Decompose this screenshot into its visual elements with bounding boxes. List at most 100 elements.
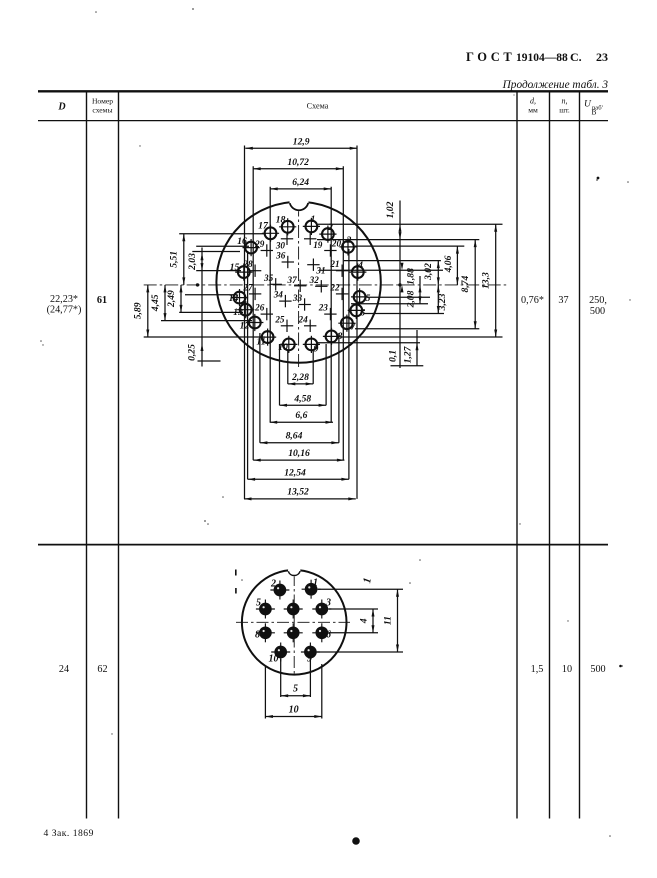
svg-text:19104—88: 19104—88 [516,52,568,64]
svg-text:10: 10 [562,664,572,675]
svg-text:5,89: 5,89 [133,302,144,319]
svg-text:Схема: Схема [307,102,329,111]
svg-text:1: 1 [311,214,316,225]
svg-text:24: 24 [298,314,309,324]
svg-text:26: 26 [254,303,265,313]
svg-text:28: 28 [242,259,253,269]
svg-text:Номер: Номер [92,97,113,106]
svg-text:5: 5 [293,684,298,695]
svg-text:4,58: 4,58 [293,393,311,404]
svg-text:4 Зак. 1869: 4 Зак. 1869 [44,828,94,839]
svg-text:4: 4 [358,618,369,624]
svg-text:12,54: 12,54 [284,467,306,478]
svg-text:16: 16 [237,236,247,247]
svg-text:24: 24 [59,664,69,675]
svg-text:1,02: 1,02 [385,201,396,218]
svg-text:2,08: 2,08 [406,290,417,308]
svg-text:21: 21 [329,259,339,269]
svg-text:15: 15 [230,262,240,273]
svg-text:d,: d, [530,97,536,106]
svg-text:5: 5 [366,293,371,304]
svg-text:С.: С. [570,50,582,64]
svg-text:36: 36 [275,251,286,261]
svg-text:34: 34 [273,290,284,300]
svg-text:10,72: 10,72 [287,157,309,168]
svg-text:13,3: 13,3 [481,272,492,289]
svg-text:8,64: 8,64 [286,431,303,442]
svg-text:n,: n, [562,97,568,106]
svg-text:22,23*: 22,23* [50,294,78,305]
svg-text:4,45: 4,45 [150,294,161,312]
svg-text:6: 6 [360,308,365,319]
svg-text:37: 37 [558,295,568,306]
svg-text:6: 6 [326,630,331,641]
svg-text:2: 2 [270,579,276,590]
svg-text:шт.: шт. [559,106,570,115]
svg-text:11: 11 [383,616,394,625]
svg-text:0,76*: 0,76* [521,295,544,306]
svg-text:13,52: 13,52 [287,487,309,498]
svg-text:12,9: 12,9 [293,136,310,147]
svg-text:8: 8 [338,331,343,342]
svg-text:32: 32 [309,275,320,285]
svg-text:1: 1 [361,577,374,585]
svg-text:20: 20 [331,239,342,249]
svg-text:18: 18 [276,215,286,226]
svg-text:9: 9 [307,654,312,665]
svg-text:23: 23 [596,50,608,64]
svg-text:U: U [584,100,592,110]
svg-text:2,49: 2,49 [166,290,177,308]
svg-text:19: 19 [313,240,323,250]
svg-text:29: 29 [254,239,265,249]
svg-text:1: 1 [313,578,318,589]
svg-text:8: 8 [255,630,260,641]
svg-text:3: 3 [346,235,352,246]
svg-text:3,02: 3,02 [423,263,434,281]
svg-text:11: 11 [256,337,265,348]
svg-text:8,74: 8,74 [460,276,471,293]
svg-text:ГОСТ: ГОСТ [466,50,515,64]
svg-text:62: 62 [97,664,107,675]
svg-text:12: 12 [240,321,250,332]
svg-text:23: 23 [318,303,329,313]
svg-text:61: 61 [97,295,107,306]
svg-text:схемы: схемы [92,106,112,115]
svg-text:22: 22 [329,282,340,292]
svg-text:1,88: 1,88 [406,268,417,285]
svg-text:7: 7 [351,322,357,333]
svg-text:37: 37 [287,275,298,285]
svg-text:0,1: 0,1 [388,350,399,362]
svg-text:раб′: раб′ [592,105,604,112]
svg-text:0,25: 0,25 [187,344,198,361]
svg-text:33: 33 [292,293,303,303]
svg-text:2,28: 2,28 [291,372,309,383]
svg-text:мм: мм [528,106,538,115]
svg-text:10,16: 10,16 [288,448,310,459]
svg-text:31: 31 [315,266,325,276]
svg-text:5,51: 5,51 [169,251,180,268]
svg-text:2,03: 2,03 [187,253,198,271]
svg-text:17: 17 [258,221,269,232]
svg-text:27: 27 [242,282,253,292]
svg-text:5: 5 [256,598,261,609]
svg-text:4,06: 4,06 [443,255,454,273]
svg-text:35: 35 [263,273,274,283]
svg-text:6,24: 6,24 [292,177,309,188]
svg-text:14: 14 [229,293,239,304]
svg-text:25: 25 [274,314,285,324]
svg-text:500: 500 [590,664,605,675]
svg-text:500: 500 [590,306,605,317]
svg-text:Продолжение табл. 3: Продолжение табл. 3 [502,79,609,91]
svg-text:30: 30 [275,240,286,250]
svg-text:6,6: 6,6 [295,410,307,421]
svg-text:В: В [592,108,597,117]
svg-text:3,23: 3,23 [437,293,448,311]
svg-text:13: 13 [233,307,243,318]
svg-text:10: 10 [269,654,279,665]
svg-text:(24,77*): (24,77*) [47,305,82,316]
svg-text:2: 2 [327,222,333,233]
svg-text:D: D [57,102,65,113]
svg-text:4: 4 [357,260,363,271]
svg-text:10: 10 [289,704,299,715]
svg-text:250,: 250, [589,295,607,306]
